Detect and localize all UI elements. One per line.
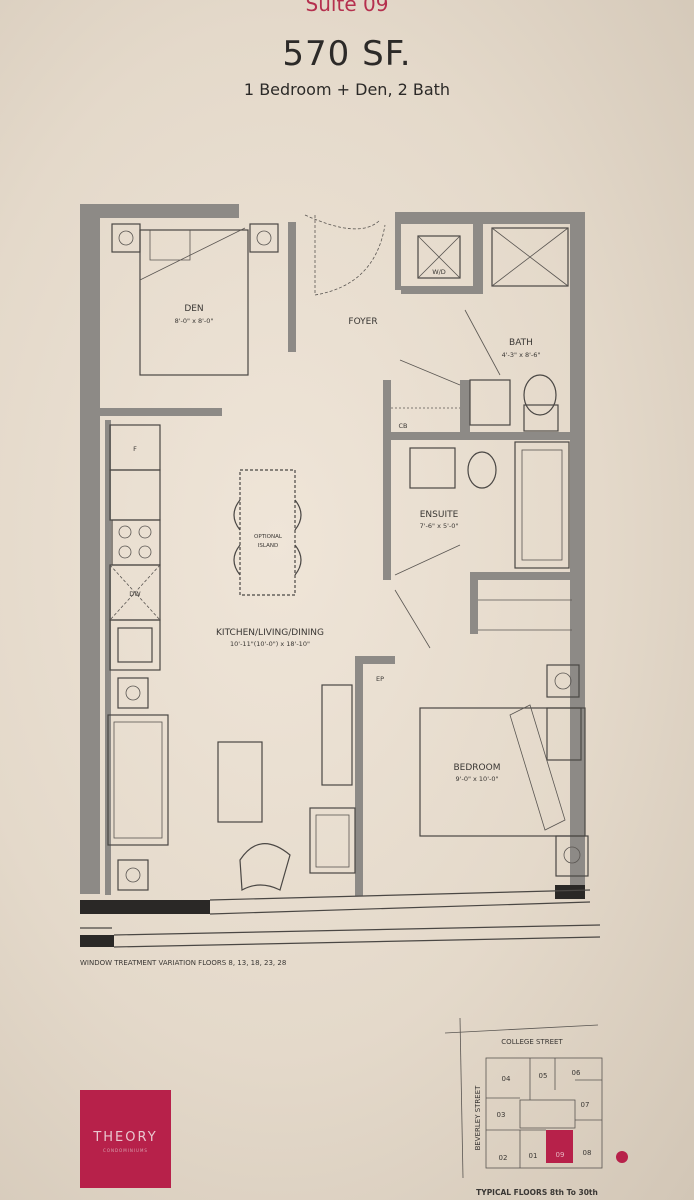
bathtub xyxy=(514,441,570,569)
suite-title: Suite 09 xyxy=(305,0,389,16)
unit-09: 09 xyxy=(556,1151,565,1159)
den-outlet-icon-2 xyxy=(249,223,279,253)
den-bed xyxy=(139,229,249,376)
unit-02: 02 xyxy=(499,1154,508,1162)
room-size-bath: 4'-3" x 8'-6" xyxy=(502,351,541,359)
label-island-2: ISLAND xyxy=(258,543,278,549)
bed xyxy=(419,707,586,837)
room-size-bedroom: 9'-0" x 10'-0" xyxy=(456,775,499,783)
den-outlet-icon xyxy=(111,223,141,253)
key-plan: COLLEGE STREET BEVERLEY STREET 04 05 06 … xyxy=(444,1017,628,1197)
room-size-den: 8'-0" x 8'-0" xyxy=(175,317,214,325)
unit-07: 07 xyxy=(581,1101,590,1109)
tv-unit xyxy=(321,684,353,786)
optional-island xyxy=(239,469,296,596)
coffee-table xyxy=(217,741,263,823)
unit-01: 01 xyxy=(529,1152,538,1160)
label-island-1: OPTIONAL xyxy=(254,534,283,540)
unit-05: 05 xyxy=(539,1072,548,1080)
room-label-bedroom: BEDROOM xyxy=(454,763,501,773)
armchair xyxy=(239,843,291,891)
room-label-den: DEN xyxy=(184,304,203,314)
room-label-ensuite: ENSUITE xyxy=(420,510,459,520)
logo-subtext: CONDOMINIUMS xyxy=(103,1148,148,1153)
area-heading: 570 SF. xyxy=(282,34,412,74)
theory-logo: THEORY CONDOMINIUMS xyxy=(80,1090,171,1188)
sofa xyxy=(107,714,169,846)
room-label-kitchen: KITCHEN/LIVING/DINING xyxy=(216,628,324,638)
ensuite-toilet xyxy=(467,451,497,489)
label-fridge: F xyxy=(133,445,137,453)
unit-06: 06 xyxy=(572,1069,581,1077)
key-plan-caption: TYPICAL FLOORS 8th To 30th xyxy=(476,1188,598,1197)
label-dw: DW xyxy=(129,590,141,598)
label-cb: CB xyxy=(399,422,408,430)
walls xyxy=(80,204,585,896)
unit-08: 08 xyxy=(583,1149,592,1157)
street-college: COLLEGE STREET xyxy=(501,1038,563,1046)
room-label-bath: BATH xyxy=(509,338,533,348)
room-size-ensuite: 7'-6" x 5'-0" xyxy=(420,522,459,530)
ensuite-sink xyxy=(409,447,456,489)
unit-03: 03 xyxy=(497,1111,506,1119)
accessibility-icon xyxy=(616,1151,628,1163)
outlet-icon xyxy=(117,677,149,709)
window-strip xyxy=(80,885,601,948)
shower xyxy=(491,227,569,287)
highlighted-unit xyxy=(546,1130,573,1163)
label-ep: EP xyxy=(376,675,384,683)
unit-04: 04 xyxy=(502,1075,511,1083)
washer-dryer xyxy=(417,235,461,279)
kitchen-sink xyxy=(109,619,161,671)
window-treatment-note: WINDOW TREATMENT VARIATION FLOORS 8, 13,… xyxy=(80,959,287,967)
room-size-kitchen: 10'-11"(10'-0") x 18'-10" xyxy=(230,640,310,648)
bath-sink xyxy=(469,379,511,426)
label-wd: W/D xyxy=(432,268,446,276)
unit-description: 1 Bedroom + Den, 2 Bath xyxy=(243,80,451,99)
logo-text: THEORY xyxy=(93,1130,158,1145)
room-label-foyer: FOYER xyxy=(348,317,377,327)
bath-toilet xyxy=(523,374,557,416)
fireplace xyxy=(309,807,356,874)
street-beverley: BEVERLEY STREET xyxy=(474,1085,482,1151)
cooktop xyxy=(111,519,161,566)
